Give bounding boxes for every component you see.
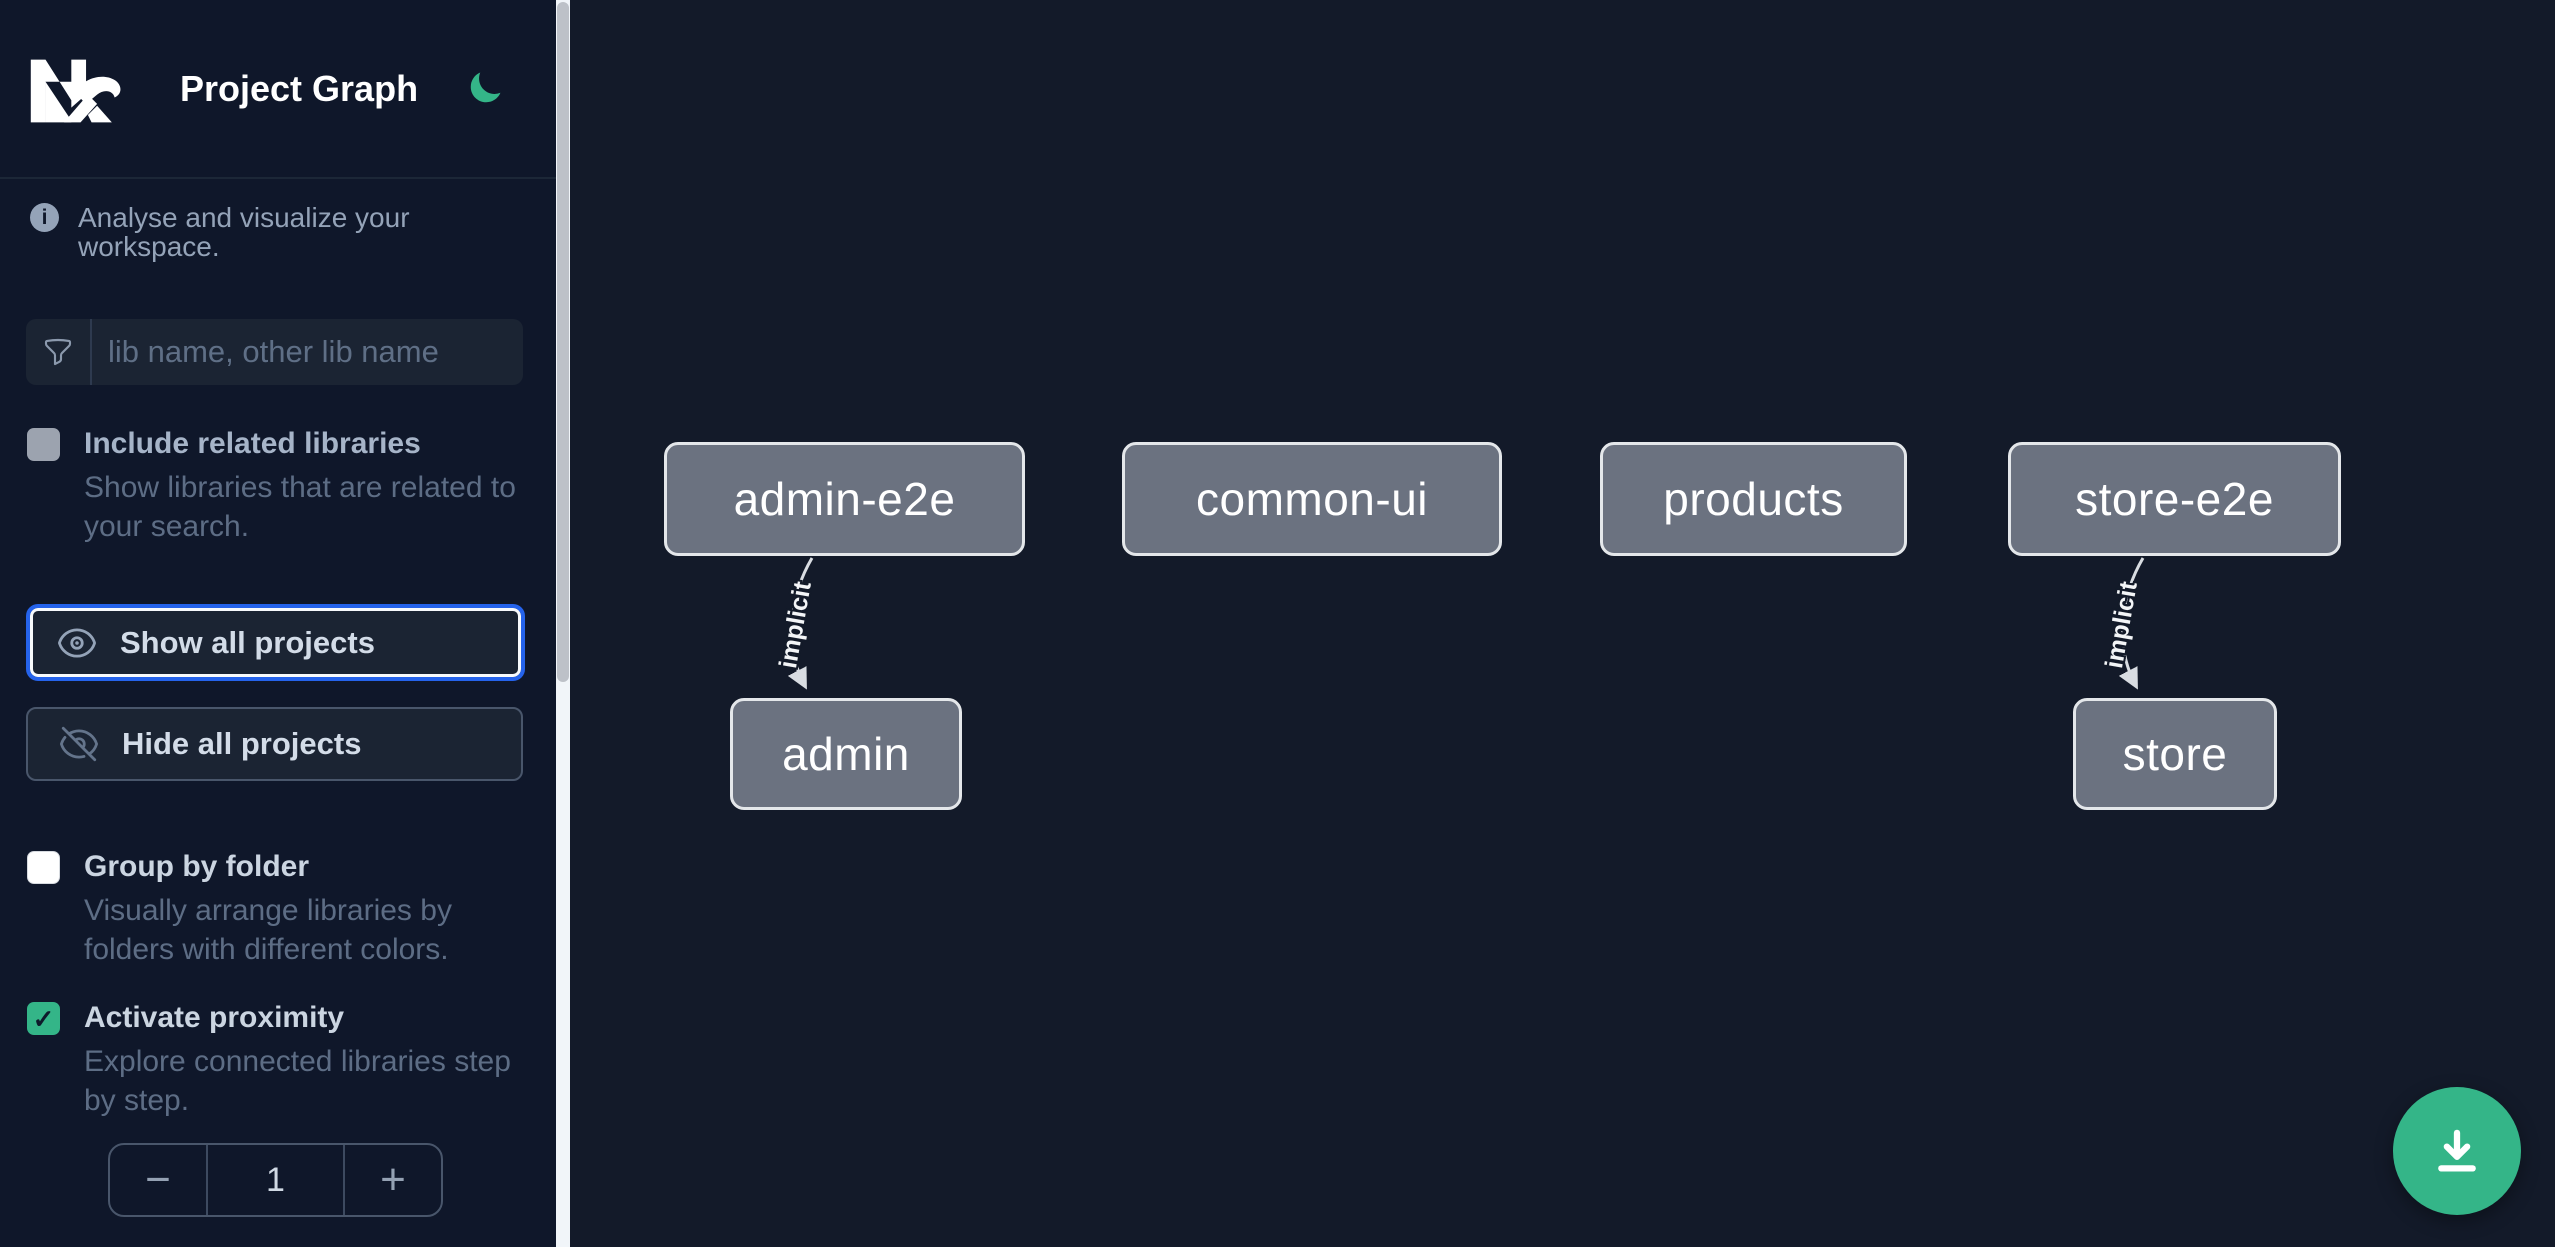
download-graph-button[interactable] bbox=[2393, 1087, 2521, 1215]
sidebar: Project Graph i Analyse and visualize yo… bbox=[0, 0, 556, 1247]
node-label: store-e2e bbox=[2075, 473, 2274, 525]
increment-button[interactable]: + bbox=[345, 1145, 441, 1215]
group-by-folder-label[interactable]: Group by folder bbox=[84, 850, 309, 883]
group-by-folder-checkbox[interactable] bbox=[27, 851, 60, 884]
activate-proximity-checkbox[interactable]: ✓ bbox=[27, 1002, 60, 1035]
edge-admin-e2e-to-admin[interactable] bbox=[787, 557, 814, 690]
dependency-edges bbox=[787, 557, 2145, 690]
filter-input[interactable] bbox=[92, 319, 523, 385]
graph-node-common-ui[interactable]: common-ui bbox=[1122, 442, 1502, 556]
activate-proximity-description: Explore connected libraries step by step… bbox=[84, 1045, 511, 1117]
page-title: Project Graph bbox=[180, 68, 419, 109]
include-related-description: Show libraries that are related to your … bbox=[84, 471, 516, 543]
funnel-icon bbox=[26, 319, 92, 385]
download-icon bbox=[2428, 1122, 2486, 1180]
hide-all-projects-label: Hide all projects bbox=[122, 726, 362, 761]
checkmark-icon: ✓ bbox=[32, 1003, 55, 1034]
show-all-projects-button[interactable]: Show all projects bbox=[26, 604, 525, 681]
graph-canvas[interactable]: implicit implicit admin-e2e common-ui pr… bbox=[570, 0, 2555, 1247]
node-label: admin bbox=[782, 728, 910, 780]
decrement-button[interactable]: − bbox=[110, 1145, 206, 1215]
activate-proximity-label[interactable]: Activate proximity bbox=[84, 1001, 345, 1034]
node-label: common-ui bbox=[1195, 473, 1428, 525]
nx-logo bbox=[26, 56, 124, 126]
moon-icon bbox=[466, 69, 506, 107]
graph-node-products[interactable]: products bbox=[1600, 442, 1907, 556]
graph-node-store-e2e[interactable]: store-e2e bbox=[2008, 442, 2341, 556]
eye-icon bbox=[56, 622, 98, 664]
filter-box bbox=[26, 319, 523, 385]
node-label: store bbox=[2122, 728, 2228, 780]
include-related-checkbox[interactable] bbox=[27, 428, 60, 461]
show-all-projects-label: Show all projects bbox=[120, 624, 375, 660]
proximity-depth-value: 1 bbox=[206, 1145, 345, 1215]
proximity-depth-stepper: − 1 + bbox=[108, 1143, 443, 1217]
eye-slash-icon bbox=[58, 723, 100, 765]
node-label: products bbox=[1663, 473, 1844, 525]
workspace-hint: Analyse and visualize your workspace. bbox=[78, 202, 410, 262]
theme-toggle-button[interactable] bbox=[466, 68, 506, 108]
node-label: admin-e2e bbox=[733, 473, 956, 525]
edge-store-e2e-to-store[interactable] bbox=[2118, 557, 2145, 690]
graph-node-store[interactable]: store bbox=[2073, 698, 2277, 810]
include-related-label[interactable]: Include related libraries bbox=[84, 427, 421, 460]
info-icon: i bbox=[30, 203, 59, 232]
group-by-folder-description: Visually arrange libraries by folders wi… bbox=[84, 894, 452, 966]
graph-node-admin-e2e[interactable]: admin-e2e bbox=[664, 442, 1025, 556]
header-divider bbox=[0, 177, 556, 179]
sidebar-scrollbar[interactable] bbox=[556, 0, 570, 1247]
graph-node-admin[interactable]: admin bbox=[730, 698, 962, 810]
scrollbar-thumb[interactable] bbox=[557, 2, 569, 682]
hide-all-projects-button[interactable]: Hide all projects bbox=[26, 707, 523, 781]
